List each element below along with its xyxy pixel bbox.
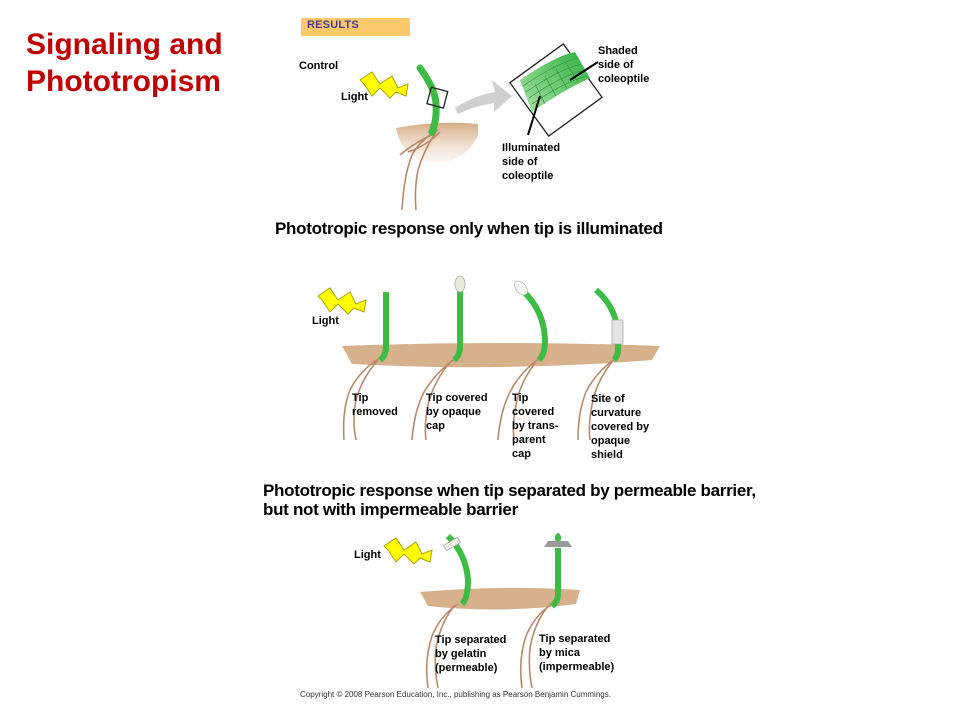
- shaded-pointer-line: [569, 61, 599, 81]
- heading-tip-illuminated: Phototropic response only when tip is il…: [275, 219, 663, 238]
- light-label: Light: [354, 549, 381, 561]
- magnify-arrow-icon: [455, 80, 512, 114]
- seedling-transparent-cap: [514, 280, 549, 363]
- coleoptile-stem: [416, 64, 440, 136]
- panel2-ground: [342, 343, 660, 368]
- slide-title-line-2: Phototropism: [26, 65, 221, 98]
- seedling-label-tip-removed: Tip removed: [352, 392, 398, 418]
- slide-title: Signaling and Phototropism: [26, 26, 223, 100]
- seedling-mica: [544, 533, 572, 609]
- seedling-label-opaque-shield: Site of curvature covered by opaque shie…: [591, 393, 650, 461]
- panel3-ground: [420, 587, 580, 610]
- soil-mound: [396, 122, 478, 163]
- copyright-notice: Copyright © 2008 Pearson Education, Inc.…: [300, 690, 611, 699]
- seedling-label-transparent-cap: Tip covered by trans- parent cap: [512, 392, 559, 460]
- results-badge-label: RESULTS: [307, 19, 359, 31]
- lightning-icon: [317, 287, 367, 315]
- gelatin-barrier-icon: [443, 536, 461, 552]
- slide-title-line-1: Signaling and: [26, 28, 223, 61]
- light-label: Light: [312, 315, 339, 327]
- light-label: Light: [341, 91, 368, 103]
- control-seedling: [396, 64, 478, 211]
- shaded-side-label: Shaded side of coleoptile: [598, 45, 650, 85]
- coleoptile-cells-detail: [508, 42, 604, 138]
- opaque-shield-icon: [611, 319, 624, 345]
- lightning-icon: [359, 71, 409, 99]
- seedling-label-mica: Tip separated by mica (impermeable): [539, 633, 615, 673]
- panel2-roots: [342, 357, 617, 441]
- heading-barrier: Phototropic response when tip separated …: [263, 481, 756, 519]
- seedling-opaque-cap: [452, 275, 466, 363]
- control-label: Control: [299, 60, 339, 72]
- lightning-icon: [383, 537, 433, 565]
- seedling-label-gelatin: Tip separated by gelatin (permeable): [435, 634, 507, 674]
- panel3-roots: [425, 603, 553, 689]
- seedling-tip-removed: [378, 292, 389, 363]
- illuminated-side-label: Illuminated side of coleoptile: [502, 142, 561, 182]
- results-badge: RESULTS: [301, 18, 410, 36]
- seedling-label-opaque-cap: Tip covered by opaque cap: [426, 392, 488, 432]
- seedling-gelatin: [443, 533, 472, 607]
- roots: [399, 129, 441, 211]
- zoom-box: [426, 86, 449, 109]
- seedling-opaque-shield: [594, 287, 624, 363]
- illuminated-pointer-line: [527, 95, 541, 136]
- transparent-cap-icon: [514, 280, 528, 296]
- opaque-cap-icon: [454, 275, 466, 293]
- mica-barrier-icon: [544, 541, 572, 547]
